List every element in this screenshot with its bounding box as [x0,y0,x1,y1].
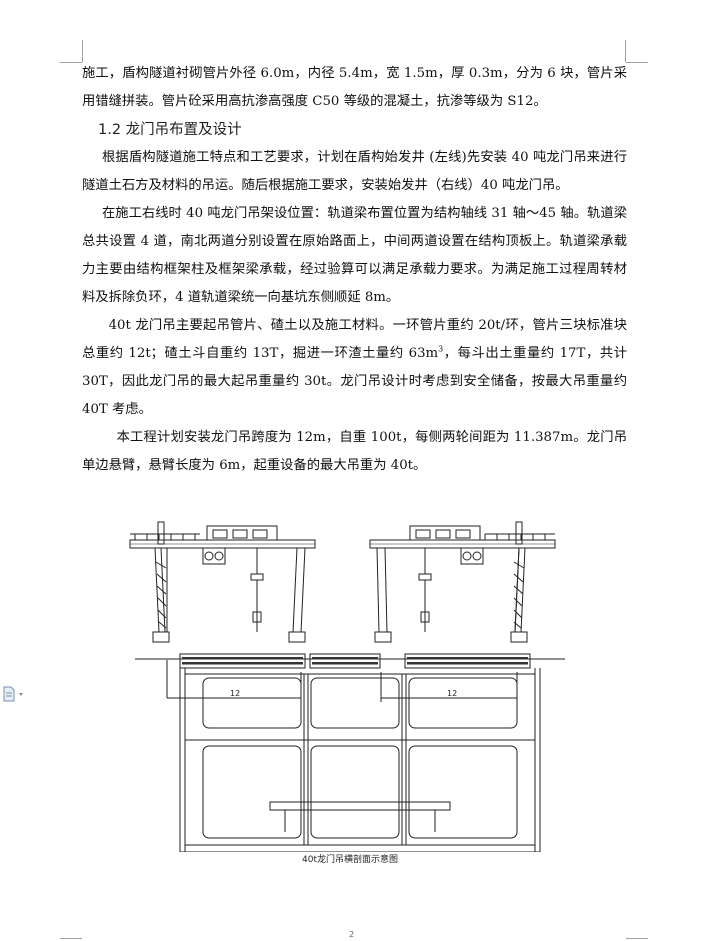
margin-corner-mark [626,938,648,939]
span-dimension-left: 12 [230,689,240,698]
figure-caption: 40t龙门吊横剖面示意图 [302,855,398,865]
paragraph-lining-spec: 施工，盾构隧道衬砌管片外径 6.0m，内径 5.4m，宽 1.5m，厚 0.3m… [82,66,627,109]
paragraph-lift-weight: 40t 龙门吊主要起吊管片、碴土以及施工材料。一环管片重约 20t/环，管片三块… [82,318,627,417]
paragraph-crane-spec: 本工程计划安装龙门吊跨度为 12m，自重 100t，每侧两轮间距为 11.387… [82,430,627,473]
section-heading: 1.2 龙门吊布置及设计 [98,122,242,138]
document-body: 施工，盾构隧道衬砌管片外径 6.0m，内径 5.4m，宽 1.5m，厚 0.3m… [82,60,627,480]
page-number: 2 [349,930,355,939]
margin-corner-mark [626,62,648,63]
margin-corner-mark [625,40,626,62]
span-dimension-right: 12 [447,689,457,698]
gantry-crane-section-figure: 12 12 40t龙门吊横剖面示意图 [125,512,575,872]
rail-beam-hatching [182,657,528,665]
margin-corner-mark [60,938,82,939]
document-icon[interactable] [2,686,28,702]
margin-corner-mark [82,40,83,62]
gantry-crane-drawing: 12 12 [129,521,565,852]
paragraph-rail-beam: 在施工右线时 40 吨龙门吊架设位置：轨道梁布置位置为结构轴线 31 轴～45 … [82,206,627,305]
margin-corner-mark [60,62,82,63]
paragraph-crane-plan: 根据盾构隧道施工特点和工艺要求，计划在盾构始发井 (左线)先安装 40 吨龙门吊… [82,150,627,193]
